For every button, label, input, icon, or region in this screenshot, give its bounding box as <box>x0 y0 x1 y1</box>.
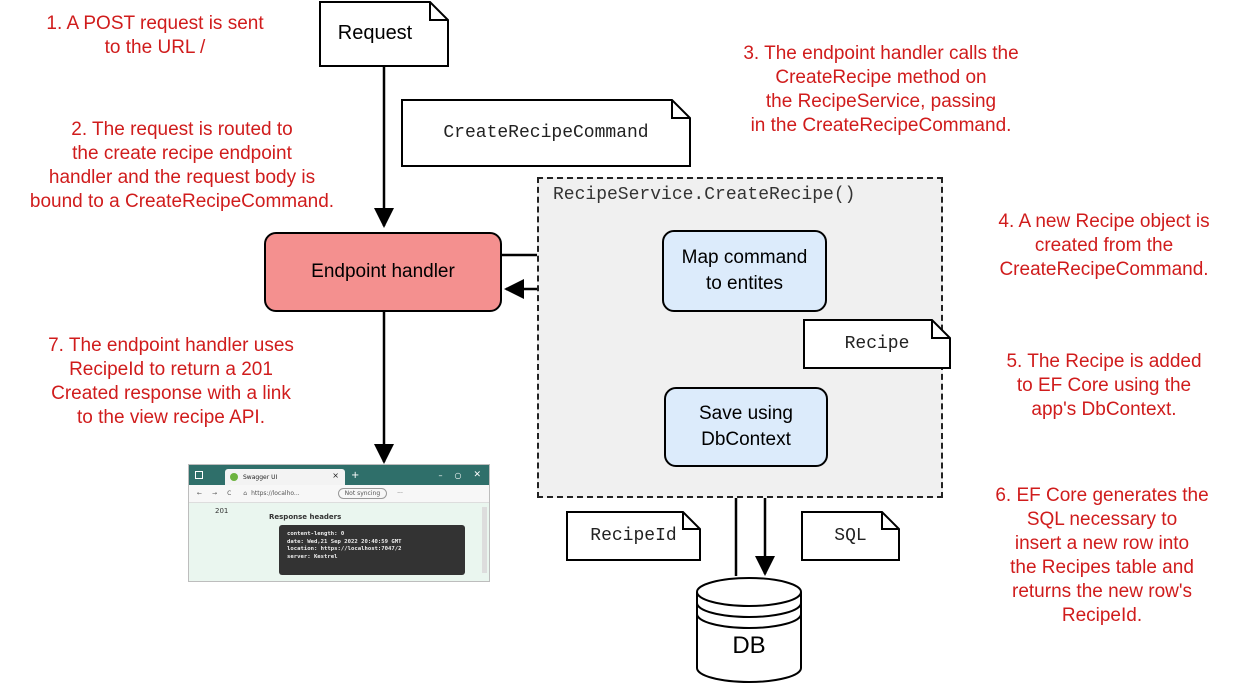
note-6-line: returns the new row's <box>1012 581 1192 602</box>
recipe-document-shape <box>803 319 951 369</box>
recipeid-document-shape <box>566 511 701 561</box>
note-step-1: 1. A POST request is sent to the URL / <box>16 12 294 60</box>
note-6-line: the Recipes table and <box>1010 557 1194 578</box>
swagger-response-screenshot: Swagger UI × + – ○ ✕ ← → C ⌂ https://loc… <box>188 464 490 582</box>
note-2-line: the create recipe endpoint <box>72 143 292 164</box>
database-cylinder <box>696 577 802 683</box>
note-step-2: 2. The request is routed to the create r… <box>0 118 364 214</box>
note-6-line: insert a new row into <box>1014 533 1190 554</box>
note-6-line: 6. EF Core generates the <box>995 485 1209 506</box>
note-4-line: CreateRecipeCommand. <box>999 259 1209 280</box>
note-step-3: 3. The endpoint handler calls the Create… <box>706 42 1056 138</box>
header-line: location: https://localhost:7047/2 <box>287 546 402 553</box>
note-step-5: 5. The Recipe is added to EF Core using … <box>980 350 1228 422</box>
request-document: Request <box>337 21 413 44</box>
note-2-line: handler and the request body is <box>48 167 316 188</box>
note-6-line: RecipeId. <box>1061 605 1143 626</box>
header-line: date: Wed,21 Sep 2022 20:40:59 GMT <box>287 538 402 545</box>
note-3-line: in the CreateRecipeCommand. <box>750 115 1012 136</box>
sql-document-shape <box>801 511 900 561</box>
note-3-line: CreateRecipe method on <box>775 67 987 88</box>
note-step-6: 6. EF Core generates the SQL necessary t… <box>968 484 1236 628</box>
map-command-line-2: to entites <box>705 273 784 294</box>
new-tab-icon[interactable]: + <box>351 469 360 481</box>
note-1-line: 1. A POST request is sent <box>46 13 264 34</box>
tab-close-icon[interactable]: × <box>332 471 339 480</box>
sync-button[interactable]: Not syncing <box>337 488 388 499</box>
note-6-line: SQL necessary to <box>1026 509 1178 530</box>
window-icon <box>195 471 203 479</box>
note-5-line: 5. The Recipe is added <box>1006 351 1202 372</box>
note-3-line: 3. The endpoint handler calls the <box>743 43 1019 64</box>
note-2-line: bound to a CreateRecipeCommand. <box>29 191 335 212</box>
tab-title: Swagger UI <box>243 473 278 481</box>
note-5-line: to EF Core using the <box>1016 375 1192 396</box>
save-line-1: Save using <box>698 403 793 424</box>
database-label: DB <box>732 632 766 659</box>
request-document-shape <box>319 1 449 67</box>
response-headers-block: content-length: 0 date: Wed,21 Sep 2022 … <box>279 525 465 575</box>
note-5-line: app's DbContext. <box>1031 399 1177 420</box>
url-field[interactable]: https://localho... <box>251 490 300 497</box>
note-7-line: to the view recipe API. <box>77 407 265 428</box>
note-4-line: 4. A new Recipe object is <box>998 211 1210 232</box>
map-command-line-1: Map command <box>681 247 808 268</box>
minimize-icon[interactable]: – <box>438 470 443 480</box>
endpoint-handler-label: Endpoint handler <box>311 261 455 282</box>
browser-tab[interactable]: Swagger UI × <box>225 469 345 485</box>
response-headers-label: Response headers <box>269 513 342 521</box>
header-line: content-length: 0 <box>287 531 345 537</box>
sql-document: SQL <box>834 526 867 546</box>
browser-title-bar: Swagger UI × + – ○ ✕ <box>189 465 489 485</box>
browser-address-bar: ← → C ⌂ https://localho... Not syncing ·… <box>189 485 489 503</box>
lock-icon: ⌂ <box>243 490 248 497</box>
save-line-2: DbContext <box>701 429 791 450</box>
scrollbar[interactable] <box>482 507 487 573</box>
note-step-4: 4. A new Recipe object is created from t… <box>970 210 1238 282</box>
endpoint-handler-box: Endpoint handler <box>264 232 502 312</box>
note-7-line: 7. The endpoint handler uses <box>48 335 294 356</box>
command-document: CreateRecipeCommand <box>443 123 649 143</box>
recipe-document: Recipe <box>844 334 910 354</box>
maximize-icon[interactable]: ○ <box>454 470 462 480</box>
more-icon[interactable]: ··· <box>397 490 403 497</box>
close-window-icon[interactable]: ✕ <box>473 470 481 480</box>
forward-icon[interactable]: → <box>212 490 218 497</box>
header-line: server: Kestrel <box>287 553 338 560</box>
refresh-icon[interactable]: C <box>227 490 232 497</box>
note-7-line: RecipeId to return a 201 <box>69 359 273 380</box>
note-3-line: the RecipeService, passing <box>765 91 997 112</box>
note-7-line: Created response with a link <box>51 383 291 404</box>
command-document-shape <box>401 99 691 167</box>
map-command-box: Map command to entites <box>662 230 827 312</box>
swagger-favicon-icon <box>230 473 238 481</box>
recipe-service-title: RecipeService.CreateRecipe() <box>553 185 856 205</box>
save-dbcontext-box: Save using DbContext <box>664 387 828 467</box>
recipeid-document: RecipeId <box>590 526 677 546</box>
note-4-line: created from the <box>1034 235 1174 256</box>
note-step-7: 7. The endpoint handler uses RecipeId to… <box>12 334 330 430</box>
status-code: 201 <box>215 507 229 515</box>
note-2-line: 2. The request is routed to <box>71 119 293 140</box>
note-1-line: to the URL / <box>104 37 206 58</box>
back-icon[interactable]: ← <box>197 490 203 497</box>
